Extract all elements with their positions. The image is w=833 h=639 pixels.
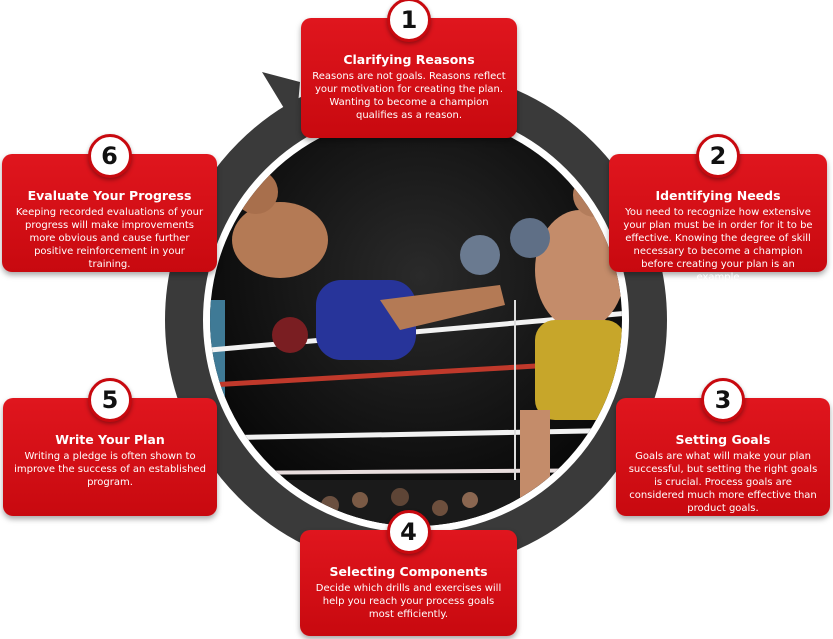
step-card-2: 2 Identifying Needs You need to recogniz…	[609, 134, 827, 283]
step-card-3: 3 Setting Goals Goals are what will make…	[616, 378, 830, 516]
step-card-1: 1 Clarifying Reasons Reasons are not goa…	[301, 0, 517, 138]
step-number-badge: 4	[386, 510, 431, 554]
step-card-6: 6 Evaluate Your Progress Keeping recorde…	[2, 134, 217, 272]
step-number-badge: 6	[87, 134, 132, 178]
step-number-badge: 2	[696, 134, 740, 178]
step-description: Decide which drills and exercises will h…	[315, 583, 502, 620]
step-number-badge: 3	[701, 378, 745, 422]
step-description: Keeping recorded evaluations of your pro…	[15, 207, 204, 270]
step-number-badge: 1	[387, 0, 431, 42]
step-title: Write Your Plan	[55, 432, 165, 447]
step-card-4: 4 Selecting Components Decide which dril…	[300, 510, 517, 636]
step-title: Clarifying Reasons	[343, 52, 475, 67]
step-title: Evaluate Your Progress	[27, 188, 192, 203]
step-number-badge: 5	[88, 378, 132, 422]
step-description: You need to recognize how extensive your…	[623, 207, 813, 283]
cycle-arrow-icon	[262, 72, 300, 128]
step-title: Selecting Components	[329, 564, 488, 579]
step-title: Setting Goals	[675, 432, 771, 447]
step-description: Writing a pledge is often shown to impro…	[14, 451, 206, 488]
step-description: Reasons are not goals. Reasons reflect y…	[312, 71, 506, 121]
step-card-5: 5 Write Your Plan Writing a pledge is of…	[3, 378, 217, 516]
step-description: Goals are what will make your plan succe…	[628, 451, 818, 514]
step-title: Identifying Needs	[655, 188, 781, 203]
